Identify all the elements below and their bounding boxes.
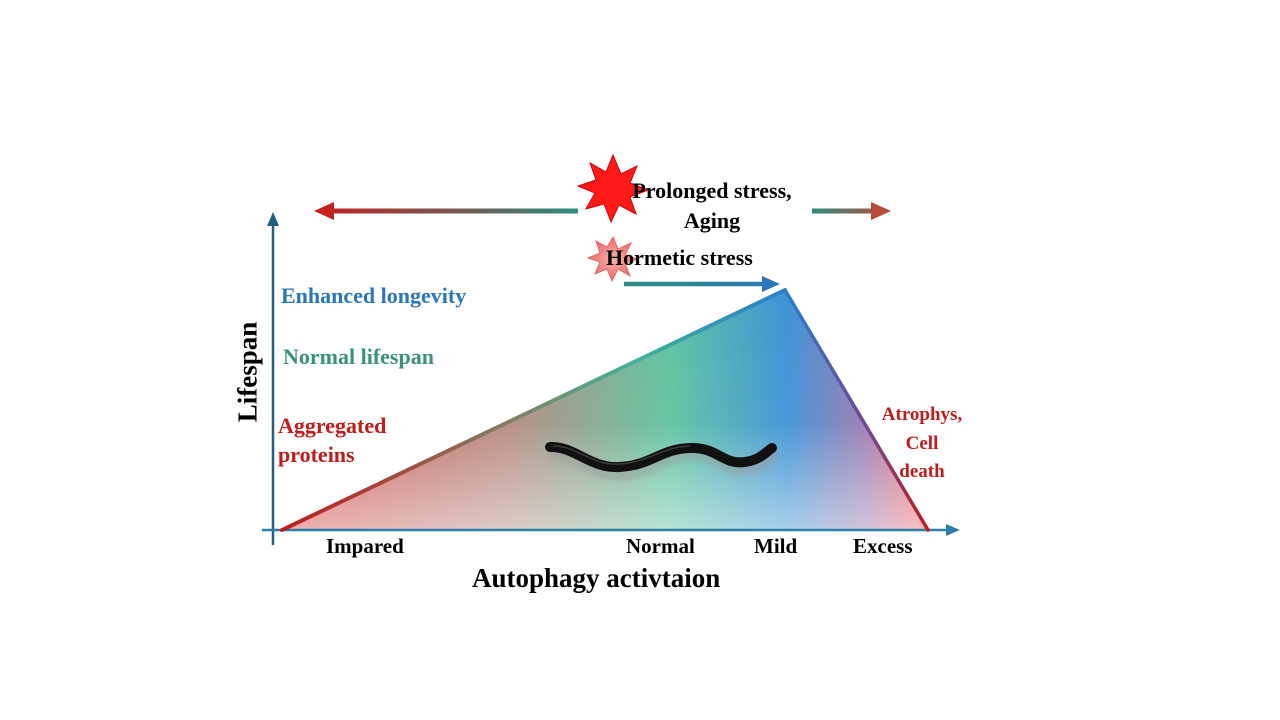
lifespan-curve-area (282, 290, 928, 530)
x-tick-mild: Mild (754, 534, 798, 558)
enhanced-longevity-label: Enhanced longevity (281, 283, 467, 308)
prolonged-stress-text: Prolonged stress,Aging (632, 178, 792, 233)
left-arrow (314, 202, 578, 220)
red-starburst-icon (576, 153, 650, 224)
hormetic-arrow (624, 276, 780, 292)
x-axis-label: Autophagy activtaion (472, 563, 721, 593)
nematode-worm-icon (545, 442, 779, 482)
x-tick-normal: Normal (626, 534, 695, 558)
pink-starburst-icon (586, 235, 640, 283)
y-axis (267, 212, 279, 545)
hormetic-stress-label: Hormetic stress (606, 245, 753, 270)
rising-lifespan-line (280, 288, 787, 532)
x-axis (262, 524, 960, 536)
x-tick-excess: Excess (853, 534, 913, 558)
prolonged-stress-label: Prolonged stress,Aging (612, 176, 812, 235)
falling-lifespan-line (783, 288, 930, 532)
normal-lifespan-label: Normal lifespan (283, 344, 434, 369)
x-tick-impared: Impared (326, 534, 404, 558)
y-axis-label: Lifespan (232, 321, 263, 423)
right-arrow (812, 202, 891, 220)
